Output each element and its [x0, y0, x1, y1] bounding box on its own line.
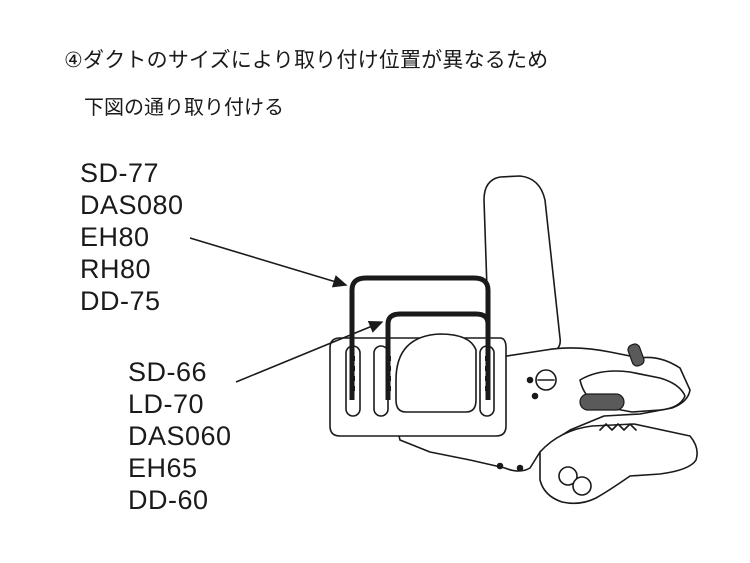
ratchet-teeth	[599, 423, 637, 431]
lever-tab	[627, 343, 645, 367]
rivet-4	[531, 392, 539, 400]
model-list-large-duct: SD-77 DAS080 EH80 RH80 DD-75	[80, 157, 184, 317]
leader-arrow-large	[189, 237, 348, 288]
bracket-large	[349, 275, 491, 400]
pivot-hole	[558, 466, 578, 486]
instruction-subheading: 下図の通り取り付ける	[84, 95, 284, 119]
rivet	[496, 462, 504, 470]
rivet-2	[516, 464, 524, 472]
model-label: EH65	[128, 453, 198, 483]
model-label: EH80	[80, 222, 150, 252]
model-list-small-duct: SD-66 LD-70 DAS060 EH65 DD-60	[128, 356, 232, 516]
model-label: LD-70	[128, 389, 205, 419]
instruction-heading: ④ダクトのサイズにより取り付け位置が異なるため	[64, 48, 549, 72]
rivet-3	[526, 376, 534, 384]
model-label: DAS060	[128, 421, 232, 451]
lever-grip	[579, 393, 625, 411]
lower-handle	[539, 423, 698, 505]
back-plate	[483, 175, 562, 359]
model-label: RH80	[80, 254, 152, 284]
model-label: DAS080	[80, 190, 184, 220]
bracket-small	[385, 311, 491, 400]
model-label: SD-77	[80, 158, 160, 188]
model-label: SD-66	[128, 357, 208, 387]
cradle-notch	[395, 333, 477, 413]
leader-arrow-small	[235, 320, 384, 383]
model-label: DD-60	[128, 485, 209, 515]
model-label: DD-75	[80, 286, 161, 316]
pivot-hole-2	[572, 476, 592, 496]
